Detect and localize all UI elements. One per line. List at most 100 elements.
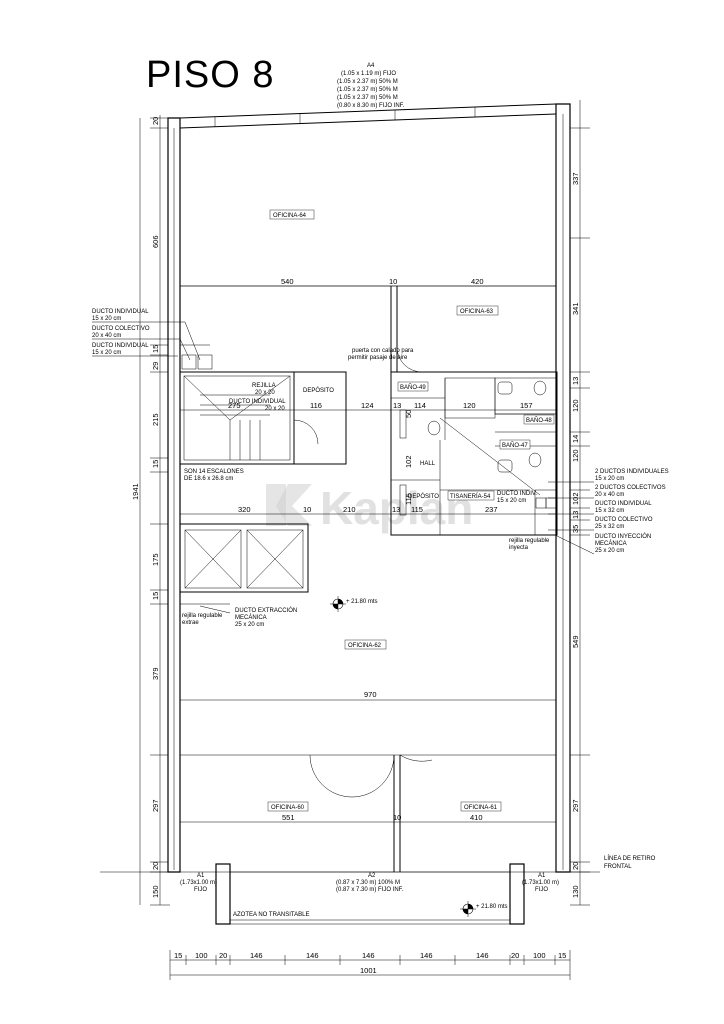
svg-text:13: 13 xyxy=(571,377,580,385)
svg-text:(1.05 x 1.19 m) FIJO: (1.05 x 1.19 m) FIJO xyxy=(341,71,396,77)
svg-text:A2: A2 xyxy=(368,873,376,879)
svg-text:10: 10 xyxy=(393,813,401,822)
svg-text:15: 15 xyxy=(151,592,160,600)
svg-text:20 x 40 cm: 20 x 40 cm xyxy=(595,492,624,498)
svg-text:14: 14 xyxy=(571,435,580,443)
bottom-dimension-lines xyxy=(169,950,571,980)
svg-text:DUCTO INDIVIDUAL: DUCTO INDIVIDUAL xyxy=(229,399,286,405)
svg-text:15 x 20 cm: 15 x 20 cm xyxy=(92,350,121,356)
svg-text:1941: 1941 xyxy=(131,483,140,500)
level-marker-azotea: + 21.80 mts xyxy=(460,901,508,917)
svg-text:MECÁNICA: MECÁNICA xyxy=(235,614,267,621)
page-title: PISO 8 xyxy=(146,54,275,96)
svg-text:inyecta: inyecta xyxy=(509,545,529,551)
interior-walls xyxy=(179,285,558,872)
svg-text:DUCTO INDIVIDUAL: DUCTO INDIVIDUAL xyxy=(92,309,149,315)
svg-text:15: 15 xyxy=(174,951,182,960)
svg-text:120: 120 xyxy=(463,401,476,410)
svg-text:410: 410 xyxy=(470,813,483,822)
svg-text:rejilla regulable: rejilla regulable xyxy=(182,613,223,619)
svg-text:2 DUCTOS COLECTIVOS: 2 DUCTOS COLECTIVOS xyxy=(595,485,666,491)
svg-text:15 x 20 cm: 15 x 20 cm xyxy=(92,316,121,322)
room-deposito-1: DEPÓSITO xyxy=(303,387,334,394)
left-dimension-lines xyxy=(139,115,170,906)
svg-text:puerta con calado para: puerta con calado para xyxy=(352,348,414,354)
svg-text:20 x 20: 20 x 20 xyxy=(255,390,275,396)
svg-text:10: 10 xyxy=(303,505,311,514)
svg-text:20: 20 xyxy=(219,951,227,960)
svg-text:100: 100 xyxy=(533,951,546,960)
svg-text:35: 35 xyxy=(571,525,580,533)
svg-text:FIJO: FIJO xyxy=(194,887,207,893)
svg-text:210: 210 xyxy=(343,505,356,514)
svg-text:(0.87 x 7.30 m) FIJO INF.: (0.87 x 7.30 m) FIJO INF. xyxy=(336,887,404,893)
svg-text:20: 20 xyxy=(151,862,160,870)
left-dimension-labels: 20 606 15 29 215 15 1941 175 15 379 297 … xyxy=(131,117,160,898)
svg-text:606: 606 xyxy=(151,235,160,248)
svg-text:215: 215 xyxy=(151,413,160,426)
svg-text:DUCTO COLECTIVO: DUCTO COLECTIVO xyxy=(92,326,150,332)
level-label-main: + 21.80 mts xyxy=(346,599,378,605)
svg-text:(1.73x1.00 m): (1.73x1.00 m) xyxy=(180,880,217,886)
svg-text:permitir pasaje de aire: permitir pasaje de aire xyxy=(348,355,408,361)
room-hall: HALL xyxy=(420,461,436,467)
svg-text:297: 297 xyxy=(571,799,580,812)
svg-text:124: 124 xyxy=(361,401,374,410)
svg-text:297: 297 xyxy=(151,799,160,812)
room-azotea: AZOTEA NO TRANSITABLE xyxy=(233,912,309,918)
core-notes: puerta con calado para permitir pasaje d… xyxy=(182,348,550,628)
svg-text:(1.05 x 2.37 m) 50% M: (1.05 x 2.37 m) 50% M xyxy=(337,79,398,85)
svg-text:A1: A1 xyxy=(538,873,546,879)
svg-text:540: 540 xyxy=(281,277,294,286)
svg-text:13: 13 xyxy=(393,401,401,410)
svg-text:50: 50 xyxy=(404,410,413,418)
svg-text:13: 13 xyxy=(571,511,580,519)
svg-text:146: 146 xyxy=(476,951,489,960)
svg-text:(1.73x1.00 m): (1.73x1.00 m) xyxy=(522,880,559,886)
svg-text:20 x 20: 20 x 20 xyxy=(265,406,285,412)
svg-text:15 x 20 cm: 15 x 20 cm xyxy=(595,476,624,482)
svg-text:120: 120 xyxy=(571,449,580,462)
svg-text:DUCTO INDIVIDUAL: DUCTO INDIVIDUAL xyxy=(92,343,149,349)
svg-text:25 x 32 cm: 25 x 32 cm xyxy=(595,524,624,530)
svg-text:DUCTO COLECTIVO: DUCTO COLECTIVO xyxy=(595,517,653,523)
svg-text:15: 15 xyxy=(151,345,160,353)
svg-text:115: 115 xyxy=(411,505,423,514)
svg-text:146: 146 xyxy=(306,951,319,960)
svg-text:10: 10 xyxy=(389,277,397,286)
room-tisaneria-54: TISANERÍA-54 xyxy=(450,493,491,500)
svg-text:320: 320 xyxy=(238,505,251,514)
svg-text:(1.05 x 2.37 m) 50% M: (1.05 x 2.37 m) 50% M xyxy=(337,95,398,101)
svg-text:A1: A1 xyxy=(197,873,205,879)
svg-text:25 x 20 cm: 25 x 20 cm xyxy=(235,622,264,628)
svg-text:20: 20 xyxy=(151,117,160,125)
svg-text:102: 102 xyxy=(571,492,580,505)
svg-text:A4: A4 xyxy=(367,63,375,69)
svg-text:150: 150 xyxy=(151,885,160,898)
room-oficina-64: OFICINA-64 xyxy=(273,213,307,219)
azotea-area xyxy=(100,863,600,925)
svg-text:237: 237 xyxy=(485,505,498,514)
svg-text:549: 549 xyxy=(571,635,580,648)
svg-text:15 x 32 cm: 15 x 32 cm xyxy=(595,508,624,514)
svg-text:DUCTO INDIV.: DUCTO INDIV. xyxy=(497,491,537,497)
svg-text:FIJO: FIJO xyxy=(535,887,548,893)
svg-text:120: 120 xyxy=(571,399,580,412)
svg-text:100: 100 xyxy=(195,951,208,960)
svg-text:157: 157 xyxy=(520,401,533,410)
svg-text:25 x 20 cm: 25 x 20 cm xyxy=(595,548,624,554)
svg-text:116: 116 xyxy=(310,401,322,410)
svg-text:29: 29 xyxy=(151,362,160,370)
svg-text:LÍNEA DE RETIRO: LÍNEA DE RETIRO xyxy=(604,855,656,862)
left-duct-notes: DUCTO INDIVIDUAL 15 x 20 cm DUCTO COLECT… xyxy=(92,309,201,361)
bottom-dimension-labels: 15 100 20 146 146 146 146 146 20 100 15 … xyxy=(174,951,566,975)
svg-text:102: 102 xyxy=(404,455,413,468)
svg-text:DUCTO EXTRACCIÓN: DUCTO EXTRACCIÓN xyxy=(235,607,297,614)
svg-text:115: 115 xyxy=(404,493,413,505)
svg-text:146: 146 xyxy=(362,951,375,960)
svg-text:15: 15 xyxy=(151,460,160,468)
room-oficina-60: OFICINA-60 xyxy=(271,805,305,811)
svg-text:1001: 1001 xyxy=(360,966,377,975)
window-notes-bottom: A1 (1.73x1.00 m) FIJO A1 (1.73x1.00 m) F… xyxy=(180,873,559,893)
svg-text:420: 420 xyxy=(471,277,484,286)
